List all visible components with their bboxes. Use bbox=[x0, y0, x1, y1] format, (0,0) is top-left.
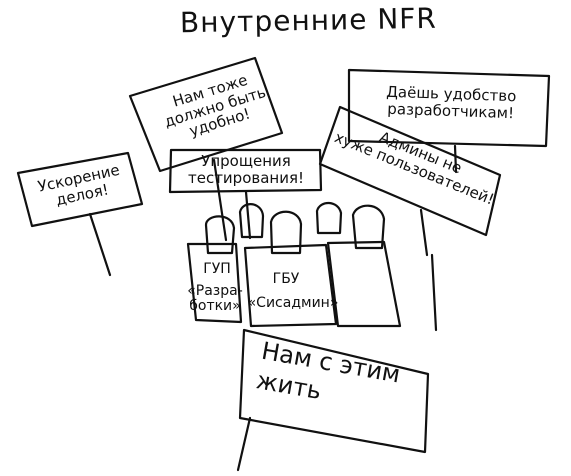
sign-top-right-pole bbox=[453, 144, 458, 174]
sign-top-center-board bbox=[128, 56, 284, 173]
sign-bottom-pole bbox=[236, 416, 252, 472]
sign-middle-right-pole-2 bbox=[430, 253, 438, 332]
sign-left-board bbox=[16, 151, 144, 228]
sign-top-right-text: Даёшь удобство разработчикам! bbox=[385, 82, 517, 122]
page-title: Внутренние NFR bbox=[179, 1, 438, 40]
sign-middle-right-board bbox=[318, 105, 502, 237]
sign-left-pole bbox=[88, 212, 112, 277]
head-3 bbox=[269, 210, 303, 255]
sign-top-center-pole bbox=[212, 158, 228, 242]
group-gbu-caption: «Сисадмин» bbox=[247, 295, 339, 311]
head-5 bbox=[351, 204, 386, 250]
body-right bbox=[326, 240, 402, 328]
group-gup-caption: «Разра- ботки» bbox=[187, 283, 243, 314]
body-gup bbox=[186, 242, 243, 324]
head-4 bbox=[315, 201, 343, 235]
sign-center-pole bbox=[244, 190, 252, 240]
sign-center-text: Упрощения тестирования! bbox=[187, 152, 305, 187]
sign-center-board bbox=[168, 148, 323, 194]
body-gbu bbox=[243, 243, 338, 328]
head-2 bbox=[238, 203, 265, 239]
sign-top-right-board bbox=[347, 68, 551, 148]
sign-middle-right-pole bbox=[419, 208, 429, 257]
head-1 bbox=[204, 215, 236, 255]
group-gbu-acronym: ГБУ bbox=[272, 271, 300, 287]
sign-bottom-board bbox=[238, 328, 430, 454]
group-gup-acronym: ГУП bbox=[203, 261, 231, 277]
